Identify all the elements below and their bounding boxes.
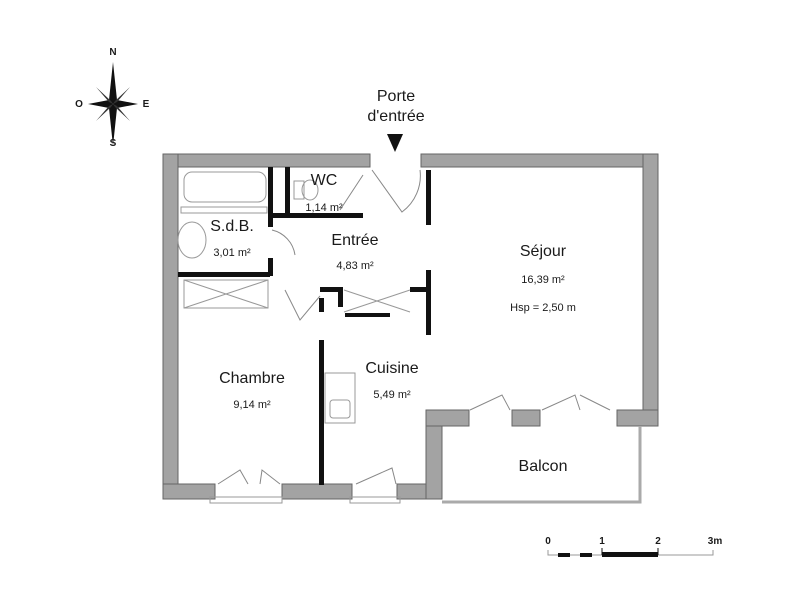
partitions [178,167,431,485]
room-entree-name: Entrée [331,232,379,249]
room-sdb-name: S.d.B. [210,218,254,235]
scale-tick-0: 0 [545,536,551,547]
room-sejour-ceiling-height: Hsp = 2,50 m [510,302,576,314]
scale-bar [547,548,714,557]
entry-arrow-icon [387,134,403,152]
fixtures [177,171,411,424]
compass-west-label: O [75,99,83,110]
room-cuisine-area: 5,49 m² [373,389,411,401]
scale-tick-2: 2 [655,536,661,547]
room-balcon-name: Balcon [518,458,568,475]
room-sdb-area: 3,01 m² [213,247,251,259]
room-sejour-name: Séjour [519,243,567,260]
compass-east-label: E [142,99,150,110]
room-cuisine-name: Cuisine [365,360,419,377]
room-wc-name: WC [310,172,338,189]
room-chambre-name: Chambre [219,370,285,387]
compass-south-label: S [109,138,117,149]
room-wc-area: 1,14 m² [305,202,343,214]
compass-north-label: N [109,47,117,58]
entrance-label-line1: Porte [376,88,416,105]
doors [217,169,611,485]
room-chambre-area: 9,14 m² [233,399,271,411]
room-sejour-area: 16,39 m² [521,274,565,286]
scale-tick-3: 3m [707,536,723,547]
exterior-walls [162,153,659,500]
compass-rose-icon [88,62,138,146]
room-entree-area: 4,83 m² [336,260,374,272]
entrance-label-line2: d'entrée [367,108,425,125]
scale-tick-1: 1 [599,536,605,547]
